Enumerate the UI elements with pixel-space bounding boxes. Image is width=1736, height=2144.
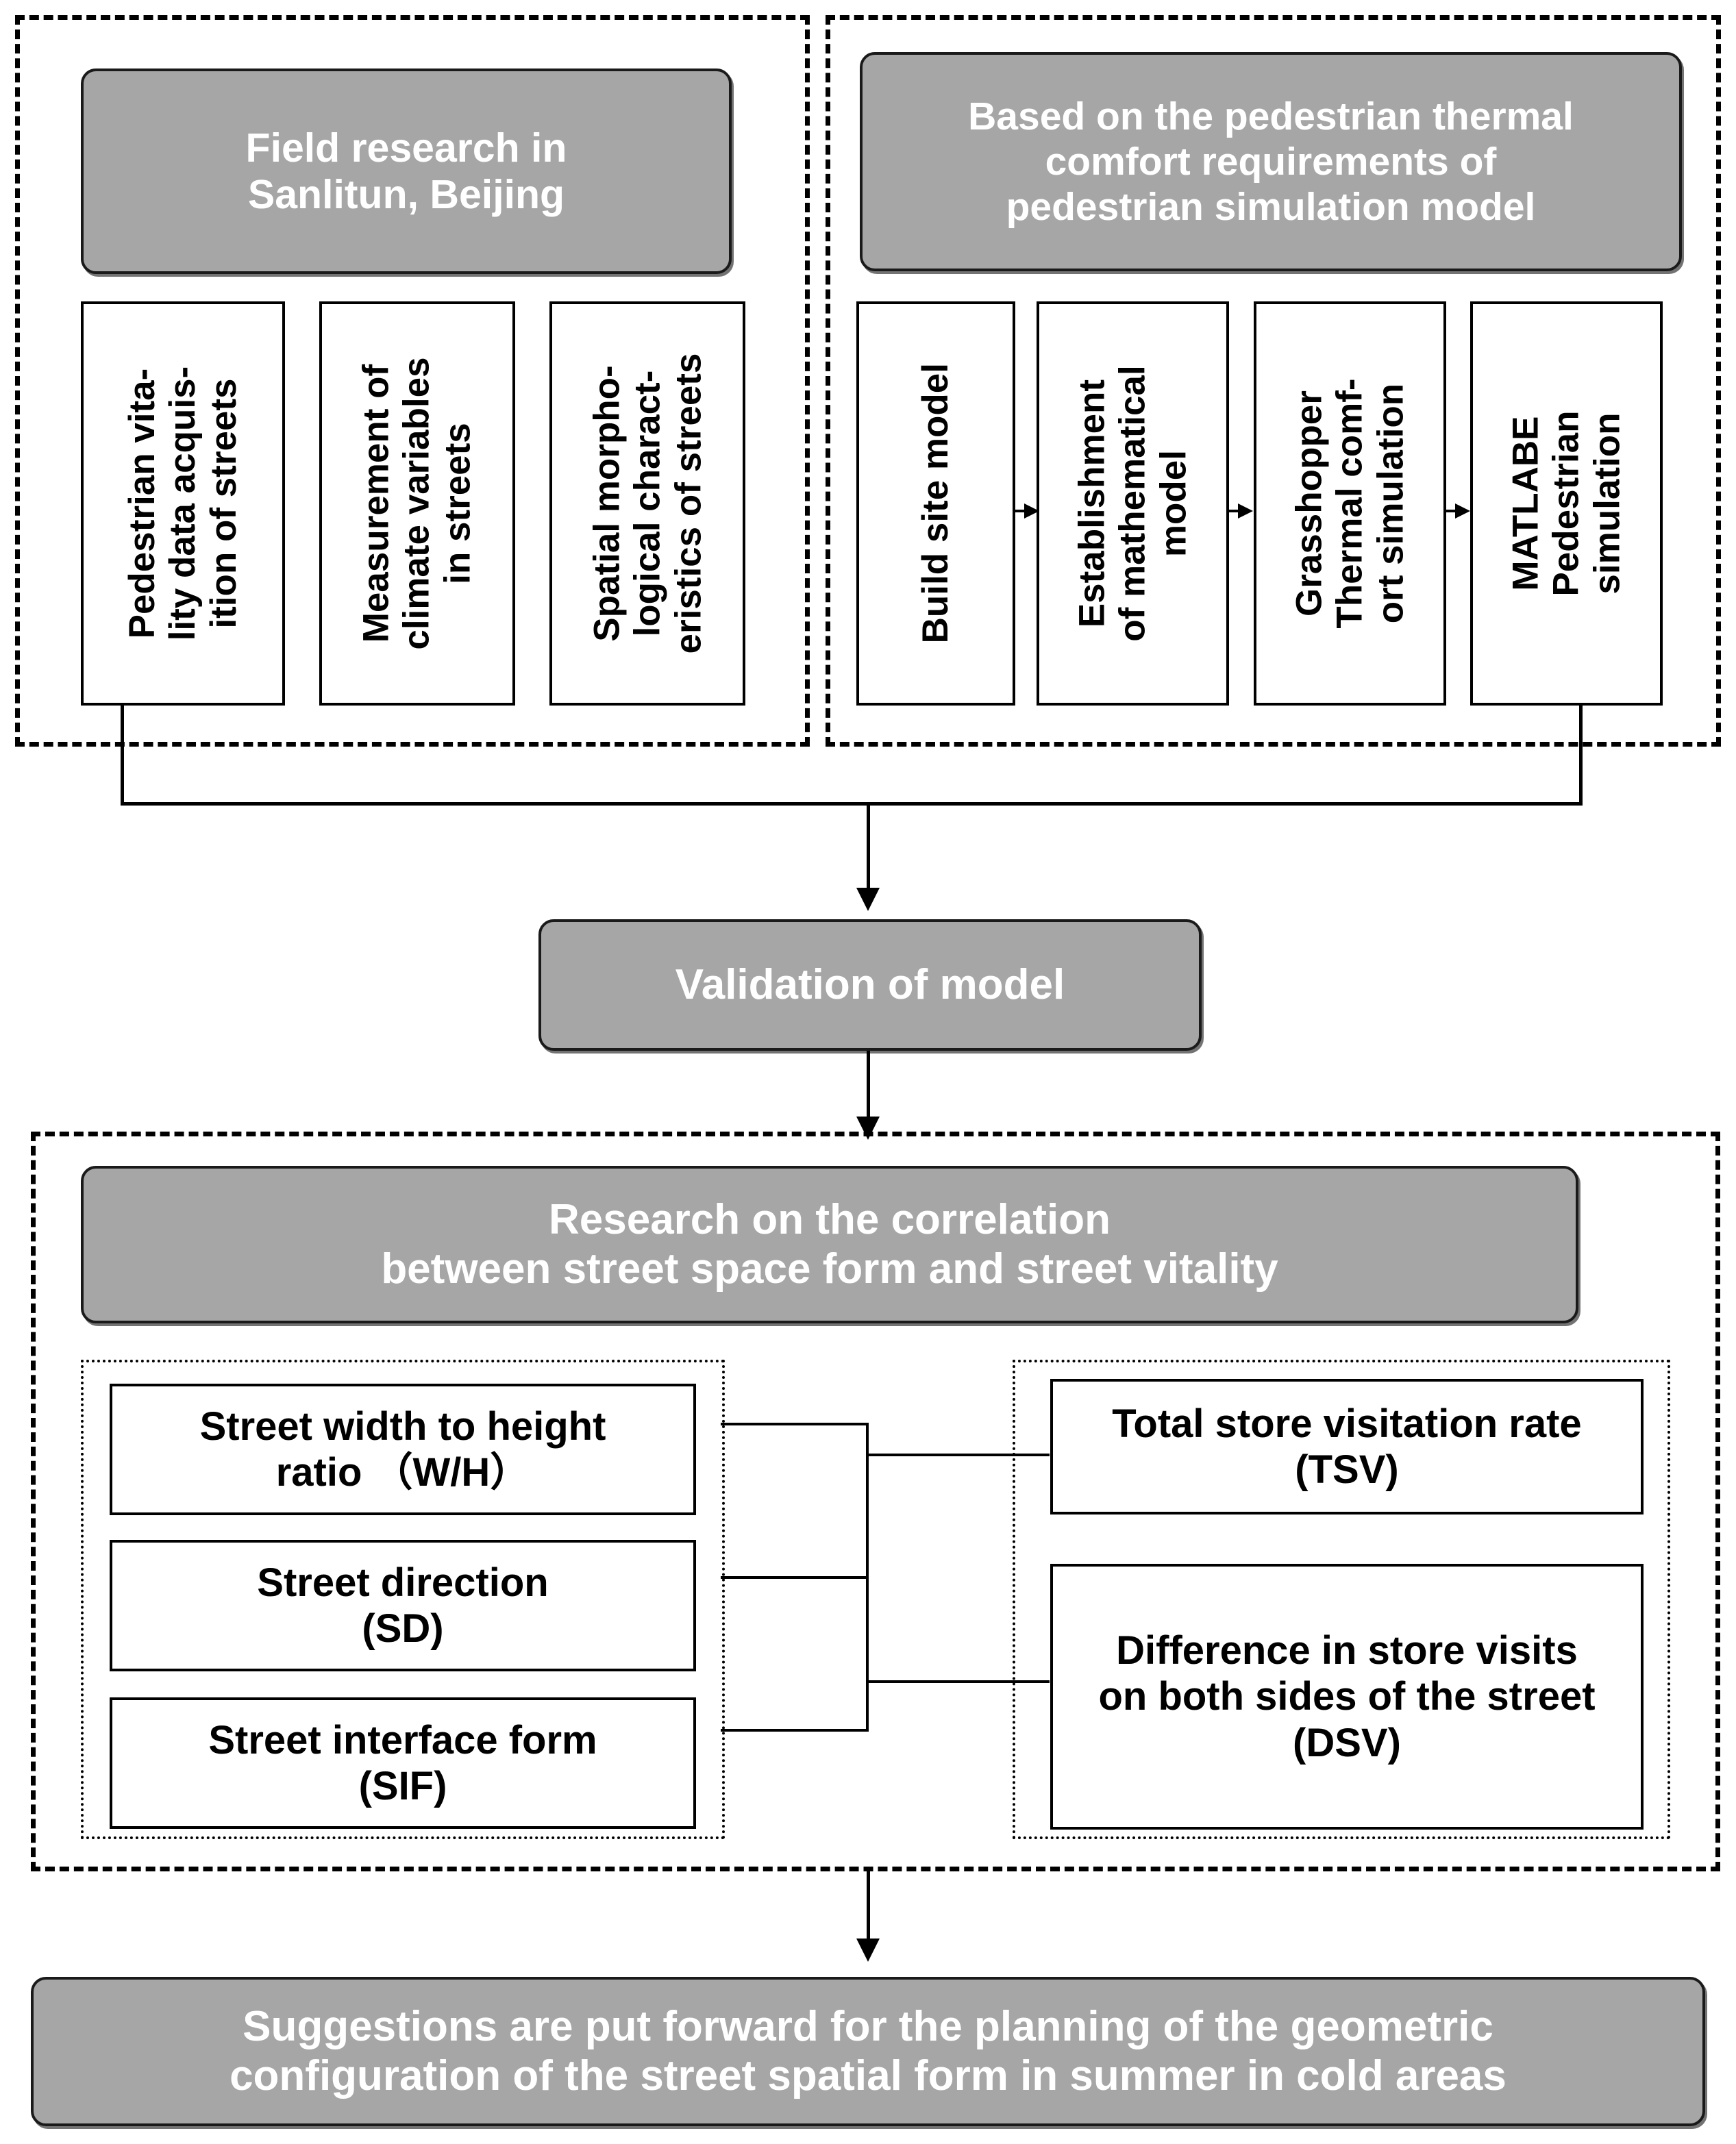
field-research-item-climate-measurement-label: Measurement of climate variables in stre… xyxy=(356,357,478,650)
validation-of-model-label: Validation of model xyxy=(675,961,1065,1009)
simulation-step-mathematical-model-label: Establishment of mathematical model xyxy=(1071,365,1194,642)
connector-simulation-down xyxy=(1579,704,1583,806)
connector-to-validation-stem xyxy=(867,802,870,893)
bracket-upper-out xyxy=(866,1454,1050,1456)
correlation-header-label: Research on the correlation between stre… xyxy=(381,1196,1278,1293)
dependent-variable-total-store-visitation-rate-label: Total store visitation rate (TSV) xyxy=(1112,1401,1582,1492)
dependent-variables-container xyxy=(1013,1360,1670,1839)
simulation-arrow-3-head xyxy=(1455,503,1470,519)
simulation-arrow-2-line xyxy=(1229,510,1244,512)
independent-variable-street-interface-form: Street interface form (SIF) xyxy=(110,1697,696,1829)
simulation-arrow-1-line xyxy=(1015,510,1030,512)
dependent-variable-difference-in-store-visits: Difference in store visits on both sides… xyxy=(1050,1564,1644,1830)
connector-merge-horizontal xyxy=(121,802,1583,806)
dependent-variable-difference-in-store-visits-label: Difference in store visits on both sides… xyxy=(1098,1628,1596,1765)
bracket-upper-top xyxy=(721,1423,869,1425)
independent-variable-street-direction-label: Street direction (SD) xyxy=(257,1560,549,1651)
bracket-lower-out xyxy=(866,1680,1050,1683)
correlation-header: Research on the correlation between stre… xyxy=(81,1166,1578,1323)
dependent-variable-total-store-visitation-rate: Total store visitation rate (TSV) xyxy=(1050,1379,1644,1514)
independent-variable-street-width-height-ratio: Street width to height ratio （W/H） xyxy=(110,1384,696,1515)
field-research-item-pedestrian-vitality: Pedestrian vita- lity data acquis- ition… xyxy=(81,301,285,706)
simulation-step-grasshopper-thermal-label: Grasshopper Thermal comf- ort simulation xyxy=(1289,378,1411,629)
connector-validation-to-correlation-stem xyxy=(867,1051,870,1121)
simulation-step-matlabe-pedestrian: MATLABE Pedestrian simulation xyxy=(1470,301,1663,706)
connector-to-validation-arrow xyxy=(856,888,880,911)
bracket-lower-top xyxy=(721,1576,869,1579)
simulation-arrow-2-head xyxy=(1238,503,1253,519)
field-research-item-pedestrian-vitality-label: Pedestrian vita- lity data acquis- ition… xyxy=(121,366,244,641)
connector-correlation-to-conclusion-arrow xyxy=(856,1939,880,1962)
bracket-upper-spine xyxy=(866,1423,869,1579)
simulation-step-mathematical-model: Establishment of mathematical model xyxy=(1037,301,1229,706)
simulation-group xyxy=(826,15,1721,747)
connector-field-research-down xyxy=(121,704,124,806)
independent-variable-street-direction: Street direction (SD) xyxy=(110,1540,696,1671)
simulation-step-grasshopper-thermal: Grasshopper Thermal comf- ort simulation xyxy=(1254,301,1446,706)
conclusion-box: Suggestions are put forward for the plan… xyxy=(31,1977,1705,2126)
independent-variable-street-interface-form-label: Street interface form (SIF) xyxy=(208,1717,597,1808)
simulation-header: Based on the pedestrian thermal comfort … xyxy=(860,52,1682,271)
simulation-header-label: Based on the pedestrian thermal comfort … xyxy=(968,94,1574,229)
independent-variables-container xyxy=(81,1360,725,1839)
simulation-step-build-site-model-label: Build site model xyxy=(915,363,956,644)
conclusion-label: Suggestions are put forward for the plan… xyxy=(230,2003,1506,2099)
field-research-item-spatial-morphology-label: Spatial morpho- logical charact- eristic… xyxy=(586,353,708,654)
connector-correlation-to-conclusion-stem xyxy=(867,1871,870,1943)
field-research-group xyxy=(15,15,810,747)
independent-variable-street-width-height-ratio-label: Street width to height ratio （W/H） xyxy=(199,1404,606,1495)
field-research-header: Field research in Sanlitun, Beijing xyxy=(81,68,732,274)
field-research-header-label: Field research in Sanlitun, Beijing xyxy=(245,125,567,217)
simulation-step-build-site-model: Build site model xyxy=(856,301,1015,706)
bracket-lower-bottom xyxy=(721,1729,869,1732)
simulation-step-matlabe-pedestrian-label: MATLABE Pedestrian simulation xyxy=(1505,410,1628,597)
bracket-lower-spine xyxy=(866,1576,869,1732)
field-research-item-spatial-morphology: Spatial morpho- logical charact- eristic… xyxy=(549,301,745,706)
field-research-item-climate-measurement: Measurement of climate variables in stre… xyxy=(319,301,515,706)
validation-of-model-box: Validation of model xyxy=(538,919,1202,1051)
simulation-arrow-1-head xyxy=(1024,503,1039,519)
simulation-arrow-3-line xyxy=(1446,510,1461,512)
correlation-group xyxy=(31,1132,1720,1871)
